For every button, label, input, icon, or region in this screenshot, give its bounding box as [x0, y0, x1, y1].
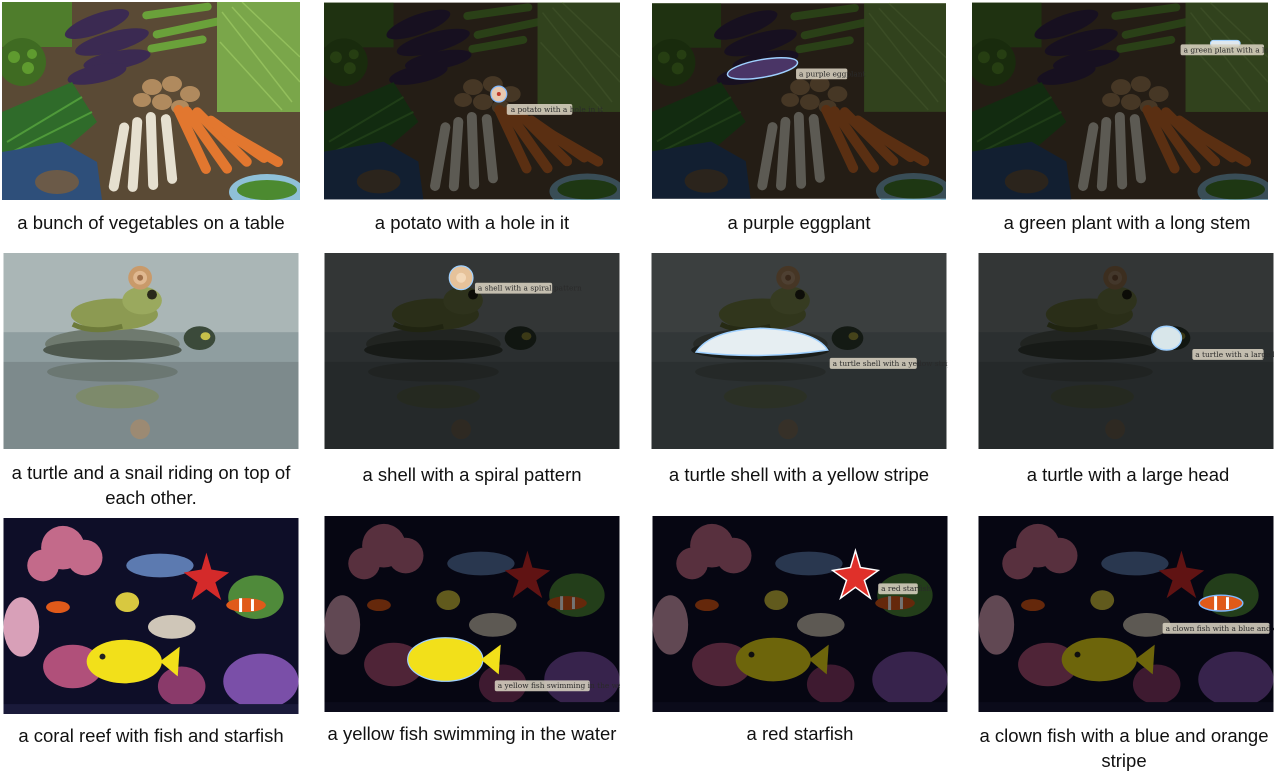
- caption-r2c1: a turtle and a snail riding on top of ea…: [11, 462, 291, 508]
- tag-r2c4: a turtle with a large head: [1195, 350, 1274, 359]
- panel-frog-original: [2, 253, 300, 449]
- panel-vegetables-plant: a green plant with a long stem: [972, 2, 1268, 200]
- panel-frog-turtle-head: a turtle with a large head: [978, 253, 1274, 449]
- tag-r3c3: a red starfish: [881, 584, 931, 593]
- tag-r1c4: a green plant with a long stem: [1184, 45, 1268, 54]
- panel-vegetables-original: [2, 2, 300, 200]
- panel-vegetables-potato: a potato with a hole in it: [324, 2, 620, 200]
- panel-reef-clownfish: a clown fish with a blue and orange stri…: [978, 516, 1274, 712]
- caption-r1c4: a green plant with a long stem: [1003, 212, 1251, 233]
- caption-r1c1: a bunch of vegetables on a table: [17, 212, 285, 233]
- tag-r2c2: a shell with a spiral pattern: [478, 284, 582, 293]
- caption-r3c1: a coral reef with fish and starfish: [18, 725, 284, 746]
- panel-reef-yellow-fish: a yellow fish swimming in the water: [324, 516, 620, 712]
- tag-r1c2: a potato with a hole in it: [511, 105, 603, 114]
- tag-r2c3: a turtle shell with a yellow stripe: [833, 359, 948, 368]
- tag-r3c4: a clown fish with a blue and orange stri…: [1166, 624, 1274, 633]
- caption-r2c3: a turtle shell with a yellow stripe: [668, 464, 930, 485]
- tag-r1c3: a purple eggplant: [799, 69, 866, 78]
- caption-r3c4: a clown fish with a blue and orange stri…: [979, 725, 1269, 771]
- panel-reef-original: [2, 518, 300, 714]
- panel-vegetables-eggplant: a purple eggplant: [652, 2, 946, 200]
- panel-frog-shell: a shell with a spiral pattern: [324, 253, 620, 449]
- tag-r3c2: a yellow fish swimming in the water: [498, 681, 620, 690]
- caption-r1c2: a potato with a hole in it: [374, 212, 570, 233]
- caption-r2c4: a turtle with a large head: [1026, 464, 1230, 485]
- caption-r1c3: a purple eggplant: [727, 212, 871, 233]
- caption-r3c2: a yellow fish swimming in the water: [327, 723, 617, 744]
- panel-frog-turtle-shell: a turtle shell with a yellow stripe: [650, 253, 948, 449]
- caption-r3c3: a red starfish: [746, 723, 854, 744]
- panel-reef-starfish: a red starfish: [652, 516, 948, 712]
- caption-r2c2: a shell with a spiral pattern: [362, 464, 582, 485]
